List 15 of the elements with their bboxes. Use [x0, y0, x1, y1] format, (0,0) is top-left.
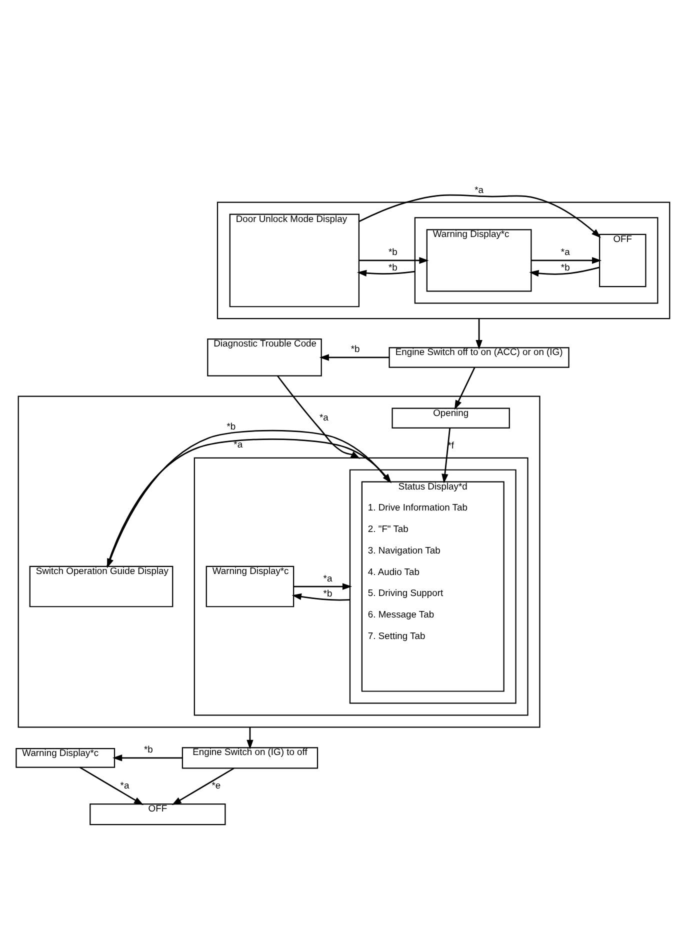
- edge-label: *b: [388, 261, 398, 272]
- edge-label: *a: [323, 572, 332, 583]
- edge-label: *a: [319, 411, 328, 422]
- edge-label: *f: [448, 438, 454, 450]
- edge-label: *b: [226, 420, 236, 432]
- edge-label: *a: [560, 246, 570, 257]
- edge-label: *a: [474, 183, 484, 194]
- edge-label: *b: [388, 246, 398, 257]
- edge-label: *a: [120, 779, 130, 790]
- edge-label: *e: [212, 779, 221, 790]
- edge-label: *b: [350, 342, 360, 354]
- edge-label: *b: [560, 261, 570, 272]
- edge-label: *b: [144, 743, 153, 754]
- edge-label: *a: [234, 438, 243, 450]
- edge-label: *b: [323, 587, 332, 598]
